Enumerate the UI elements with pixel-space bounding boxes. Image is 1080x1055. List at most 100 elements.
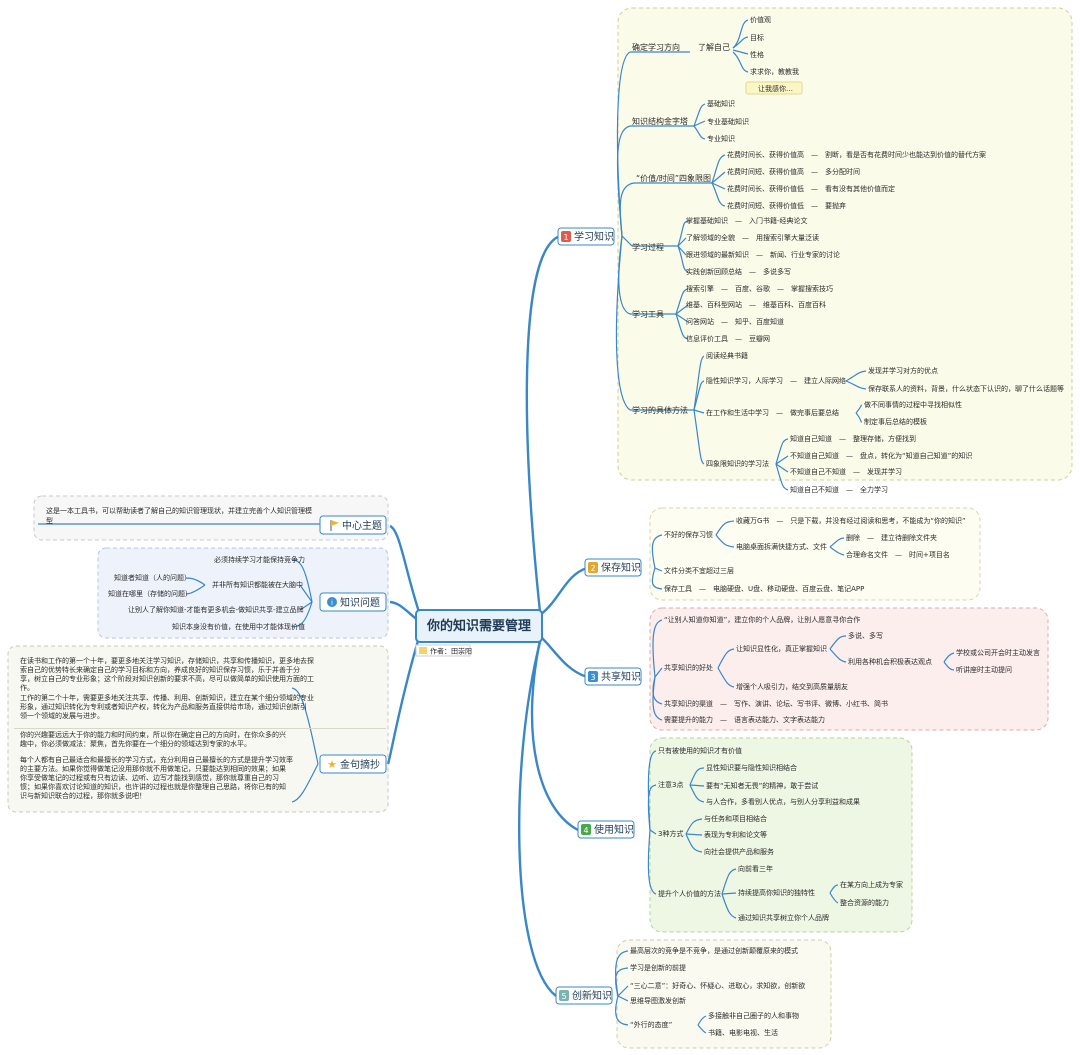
region-topic bbox=[33, 495, 389, 541]
topic-use-label: 使用知识 bbox=[594, 823, 634, 836]
svg-text:花费时间长、获得价值低 — 看有没有其他价值而定: 花费时间长、获得价值低 — 看有没有其他价值而定 bbox=[727, 184, 895, 193]
problems-subtree: 必须持续学习才能保持竞争力 并非所有知识都能被在大脑中 知道者知道（人的问题） … bbox=[108, 555, 305, 631]
topic-knowledge-problems[interactable]: i 知识问题 bbox=[319, 592, 387, 612]
svg-text:收藏万G书 — 只是下载，并没有经过阅读和思考，不能成为“你: 收藏万G书 — 只是下载，并没有经过阅读和思考，不能成为“你的知识” bbox=[736, 516, 966, 525]
badge-1-number: 1 bbox=[563, 233, 568, 242]
svg-text:做不同事情的过程中寻找相似性: 做不同事情的过程中寻找相似性 bbox=[864, 400, 962, 409]
innovate-subtree: 最高层次的竞争是不竞争，是通过创新颠覆原来的模式 学习是创新的前提 “三心二意”… bbox=[630, 946, 805, 1037]
svg-text:整合资源的能力: 整合资源的能力 bbox=[840, 898, 889, 907]
svg-text:文件分类不宜超过三层: 文件分类不宜超过三层 bbox=[664, 566, 734, 575]
svg-text:持续提高你知识的独特性: 持续提高你知识的独特性 bbox=[738, 888, 815, 897]
svg-text:搜索引擎 — 百度、谷歌 — 掌握搜索技巧: 搜索引擎 — 百度、谷歌 — 掌握搜索技巧 bbox=[686, 284, 833, 293]
region-learn bbox=[617, 7, 1073, 481]
topic-share[interactable]: 3 共享知识 bbox=[584, 667, 642, 686]
svg-text:要有“无知者无畏”的精神，敢于尝试: 要有“无知者无畏”的精神，敢于尝试 bbox=[706, 781, 818, 790]
svg-text:多说、多写: 多说、多写 bbox=[848, 631, 883, 640]
svg-text:制定事后总结的模板: 制定事后总结的模板 bbox=[864, 417, 927, 426]
badge-3-number: 3 bbox=[590, 673, 595, 682]
svg-text:删除 — 建立待删除文件夹: 删除 — 建立待删除文件夹 bbox=[846, 533, 937, 542]
svg-text:隐性知识学习，人际学习 — 建立人际网络: 隐性知识学习，人际学习 — 建立人际网络 bbox=[706, 376, 846, 385]
node-know-self: 了解自己 bbox=[698, 42, 730, 52]
topic-quotes-label: 金句摘抄 bbox=[340, 758, 380, 771]
svg-text:只有被使用的知识才有价值: 只有被使用的知识才有价值 bbox=[658, 746, 742, 755]
svg-text:知道者知道（人的问题）: 知道者知道（人的问题） bbox=[114, 573, 191, 582]
svg-text:了解领域的全貌 — 用搜索引擎大量泛读: 了解领域的全貌 — 用搜索引擎大量泛读 bbox=[686, 233, 819, 242]
badge-5 bbox=[559, 990, 569, 1001]
svg-text:阅读经典书籍: 阅读经典书籍 bbox=[706, 351, 748, 360]
badge-1 bbox=[561, 231, 571, 242]
svg-text:花费时间短、获得价值低 — 要抛弃: 花费时间短、获得价值低 — 要抛弃 bbox=[727, 201, 846, 210]
svg-text:这是一本工具书，可以帮助读者了解自己的知识管理现状，并建立完: 这是一本工具书，可以帮助读者了解自己的知识管理现状，并建立完善个人知识管理模 bbox=[46, 506, 312, 515]
topic-use[interactable]: 4 使用知识 bbox=[577, 820, 635, 839]
svg-text:提升个人价值的方法: 提升个人价值的方法 bbox=[658, 889, 721, 898]
info-icon: i bbox=[327, 597, 337, 607]
svg-text:惯；如果你喜欢讨论知道的知识，也许讲的过程也就是你整理自己思: 惯；如果你喜欢讨论知道的知识，也许讲的过程也就是你整理自己思路，将你已有的知 bbox=[20, 782, 286, 791]
node-process: 学习过程 bbox=[632, 242, 664, 252]
topic-note-subtree: 这是一本工具书，可以帮助读者了解自己的知识管理现状，并建立完善个人知识管理模 型 bbox=[46, 506, 312, 525]
topic-learn-label: 学习知识 bbox=[574, 230, 614, 243]
svg-text:需要提升的能力 — 语言表达能力、文字表达能力: 需要提升的能力 — 语言表达能力、文字表达能力 bbox=[664, 715, 825, 724]
svg-text:思维导图激发创新: 思维导图激发创新 bbox=[630, 996, 686, 1005]
svg-text:在某方向上成为专家: 在某方向上成为专家 bbox=[840, 880, 903, 889]
quotes-subtree: 在读书和工作的第一个十年，要更多地关注学习知识，存储知识，共享和传播知识，更多地… bbox=[14, 656, 386, 800]
svg-text:型: 型 bbox=[46, 516, 53, 525]
svg-text:问答网站 — 知乎、百度知道: 问答网站 — 知乎、百度知道 bbox=[686, 317, 784, 326]
svg-text:利用各种机会积极表达观点: 利用各种机会积极表达观点 bbox=[848, 657, 932, 666]
svg-text:的主要方法。如果你觉得做笔记没用那你就不用做笔记，只要能达到: 的主要方法。如果你觉得做笔记没用那你就不用做笔记，只要能达到相同的效果；如果 bbox=[20, 764, 286, 773]
svg-text:必须持续学习才能保持竞争力: 必须持续学习才能保持竞争力 bbox=[214, 555, 305, 564]
svg-text:你享受做笔记的过程或有只有边读、边听、边写才能找到感觉，那你: 你享受做笔记的过程或有只有边读、边听、边写才能找到感觉，那你就尊重自己的习 bbox=[20, 773, 279, 782]
note-feel bbox=[745, 81, 803, 95]
learn-subtree: 确定学习方向 了解自己 价值观 目标 性格 求求你，教教我 让我感你… 知识结构… bbox=[632, 15, 1064, 494]
svg-text:共享知识的好处: 共享知识的好处 bbox=[664, 663, 713, 672]
svg-text:与任务和项目相结合: 与任务和项目相结合 bbox=[704, 814, 767, 823]
svg-text:增强个人吸引力，结交到高质量朋友: 增强个人吸引力，结交到高质量朋友 bbox=[736, 682, 848, 691]
author-note: 作者：田崇阳 bbox=[415, 644, 472, 657]
badge-3 bbox=[588, 671, 598, 682]
central-topic[interactable]: 你的知识需要管理 bbox=[415, 609, 543, 643]
topic-quotes[interactable]: ★ 金句摘抄 bbox=[319, 754, 387, 774]
svg-text:不好的保存习惯: 不好的保存习惯 bbox=[664, 530, 713, 539]
svg-text:“三心二意”：好奇心、怀疑心、进取心，求知欲，创新欲: “三心二意”：好奇心、怀疑心、进取心，求知欲，创新欲 bbox=[630, 981, 805, 990]
badge-2-number: 2 bbox=[590, 564, 595, 573]
svg-text:与人合作，多看别人优点，与别人分享利益和成果: 与人合作，多看别人优点，与别人分享利益和成果 bbox=[706, 797, 860, 806]
svg-text:向前看三年: 向前看三年 bbox=[738, 864, 773, 873]
svg-text:实践创新回顾总结 — 多说多写: 实践创新回顾总结 — 多说多写 bbox=[686, 267, 791, 276]
svg-text:学习是创新的前提: 学习是创新的前提 bbox=[630, 963, 686, 972]
svg-text:并非所有知识都能被在大脑中: 并非所有知识都能被在大脑中 bbox=[212, 580, 303, 589]
topic-save-label: 保存知识 bbox=[601, 561, 641, 574]
svg-text:知道自己知道 — 整理存储，方便找到: 知道自己知道 — 整理存储，方便找到 bbox=[790, 434, 916, 443]
author-label: 作者：田崇阳 bbox=[430, 647, 472, 656]
node-please-teach: 求求你，教教我 bbox=[750, 67, 799, 76]
svg-text:索自己的优势特长来确定自己的学习目标和方向，养成良好的知识保: 索自己的优势特长来确定自己的学习目标和方向，养成良好的知识保存习惯，乐于并善于分 bbox=[20, 665, 300, 674]
svg-text:向社会提供产品和服务: 向社会提供产品和服务 bbox=[704, 847, 774, 856]
topic-central-theme[interactable]: 中心主题 bbox=[319, 515, 387, 535]
svg-text:学校或公司开会时主动发言: 学校或公司开会时主动发言 bbox=[956, 648, 1040, 657]
svg-text:表现为专利和论文等: 表现为专利和论文等 bbox=[704, 830, 767, 839]
svg-text:工作的第二个十年，需要更多地关注共享、传播、利用、创新知识，: 工作的第二个十年，需要更多地关注共享、传播、利用、创新知识，建立在某个细分领域的… bbox=[20, 693, 314, 702]
svg-text:共享知识的渠道 — 写作、演讲、论坛、写书评、微博、小红书、: 共享知识的渠道 — 写作、演讲、论坛、写书评、微博、小红书、简书 bbox=[664, 699, 888, 708]
svg-text:四象限知识的学习法: 四象限知识的学习法 bbox=[706, 459, 769, 468]
svg-text:多接触非自己圈子的人和事物: 多接触非自己圈子的人和事物 bbox=[708, 1011, 799, 1020]
topic-learn[interactable]: 1 学习知识 bbox=[557, 227, 615, 246]
node-basic: 基础知识 bbox=[707, 99, 735, 108]
topic-innovate[interactable]: 5 创新知识 bbox=[555, 986, 613, 1005]
svg-text:发现并学习对方的优点: 发现并学习对方的优点 bbox=[868, 366, 938, 375]
svg-text:通过知识共享树立你个人品牌: 通过知识共享树立你个人品牌 bbox=[738, 913, 829, 922]
svg-text:i: i bbox=[331, 599, 333, 607]
svg-text:享，树立自己的专业形象；这个阶段对知识创新的要求不高，尽可以: 享，树立自己的专业形象；这个阶段对知识创新的要求不高，尽可以做简单的知识使用方面… bbox=[20, 674, 314, 683]
node-pro-basic: 专业基础知识 bbox=[707, 117, 749, 126]
svg-text:保存工具 — 电脑硬盘、U盘、移动硬盘、百度云盘、笔记APP: 保存工具 — 电脑硬盘、U盘、移动硬盘、百度云盘、笔记APP bbox=[664, 584, 864, 593]
topic-knowledge-problems-label: 知识问题 bbox=[340, 596, 380, 609]
node-pro: 专业知识 bbox=[707, 134, 735, 143]
svg-text:书籍、电影电视、生活: 书籍、电影电视、生活 bbox=[708, 1028, 778, 1037]
svg-text:形象，通过知识转化为专利或者知识产权，转化为产品和服务直接供: 形象，通过知识转化为专利或者知识产权，转化为产品和服务直接供给市场，通过知识创新… bbox=[20, 702, 307, 711]
flag-icon bbox=[330, 520, 339, 531]
node-personality: 性格 bbox=[750, 50, 764, 59]
svg-text:显性知识要与隐性知识相结合: 显性知识要与隐性知识相结合 bbox=[706, 763, 797, 772]
svg-text:合理命名文件 — 时间+项目名: 合理命名文件 — 时间+项目名 bbox=[846, 550, 950, 559]
node-learn-direction: 确定学习方向 bbox=[632, 42, 680, 52]
node-let-me-feel: 让我感你… bbox=[758, 84, 793, 93]
badge-4-number: 4 bbox=[583, 826, 588, 835]
topic-save[interactable]: 2 保存知识 bbox=[584, 558, 642, 577]
